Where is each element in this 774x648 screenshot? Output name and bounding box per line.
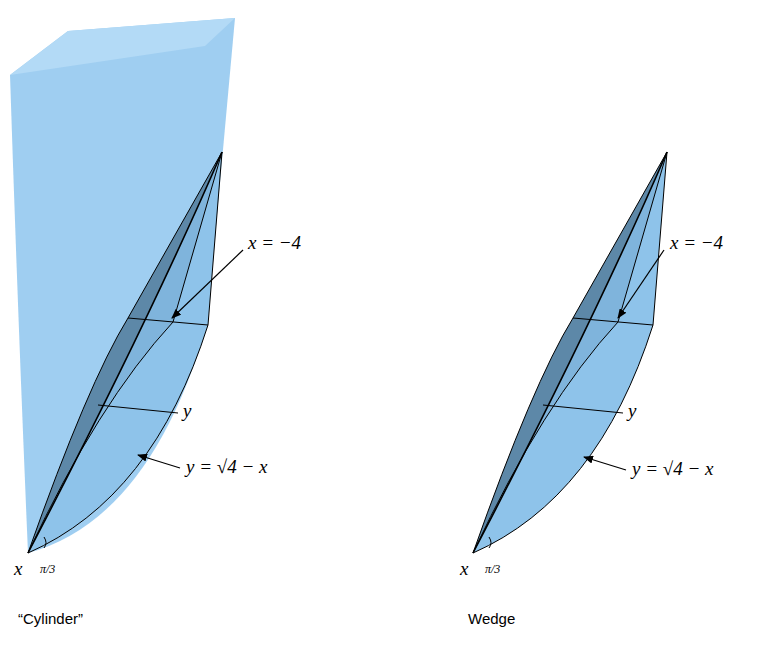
boundary-label: x = −4 (670, 232, 723, 254)
figure-caption: “Cylinder” (18, 610, 83, 627)
curve-label: y = √4 − x (186, 456, 267, 478)
axis-label: y (183, 400, 191, 422)
cylinder-top (10, 18, 235, 75)
axis-label: y (628, 400, 636, 422)
angle-label: π/3 (485, 562, 500, 577)
axis-label: x (14, 558, 22, 580)
curve-label: y = √4 − x (632, 458, 713, 480)
angle-label: π/3 (40, 562, 55, 577)
axis-label: x (460, 558, 468, 580)
figure-caption: Wedge (468, 610, 515, 627)
boundary-label: x = −4 (248, 232, 301, 254)
